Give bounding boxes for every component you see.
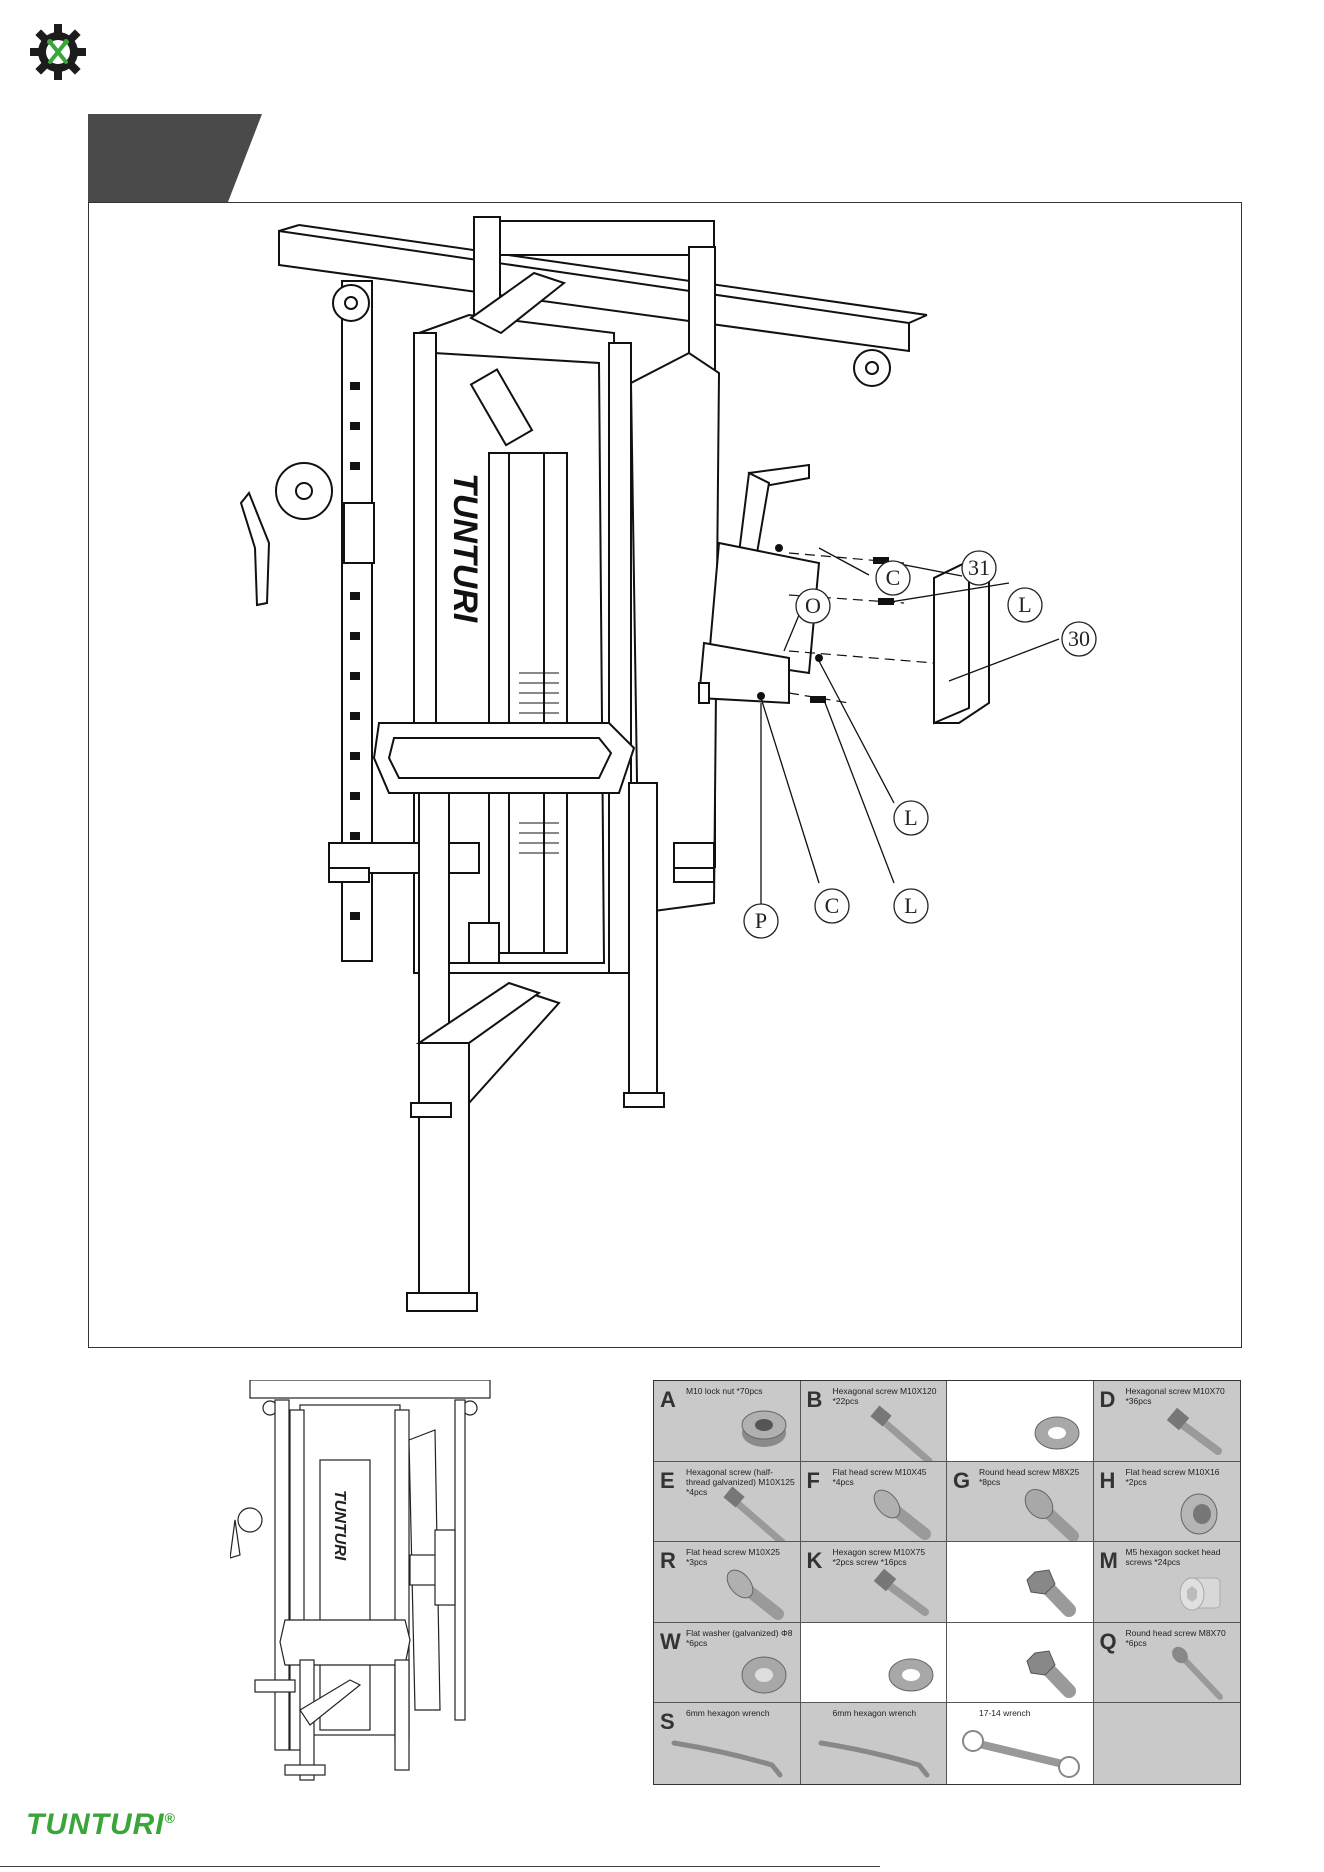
svg-text:O: O <box>805 593 821 618</box>
hex-screw-icon <box>1166 1407 1222 1455</box>
flat-head-screw-icon <box>726 1569 784 1621</box>
part-letter: Q <box>1099 1628 1117 1654</box>
part-letter: S <box>660 1709 675 1735</box>
svg-text:P: P <box>755 908 767 933</box>
part-description: 6mm hexagon wrench <box>686 1708 770 1719</box>
footer-rule <box>0 1866 880 1867</box>
part-cell-b: B Hexagonal screw M10X120 *22pcs <box>800 1381 947 1462</box>
lock-nut-icon <box>741 1410 787 1447</box>
callout-30: 30 <box>1061 621 1097 657</box>
part-letter: H <box>1099 1467 1116 1493</box>
assembly-diagram: TUNTURI C 31 L 30 O <box>88 202 1242 1348</box>
svg-text:L: L <box>904 805 917 830</box>
part-cell <box>947 1381 1094 1462</box>
svg-text:L: L <box>1018 592 1031 617</box>
svg-text:C: C <box>886 565 901 590</box>
part-description: M5 hexagon socket head screws *24pcs <box>1125 1547 1221 1568</box>
hex-screw-icon <box>873 1568 929 1617</box>
part-letter: B <box>806 1387 823 1412</box>
svg-text:C: C <box>825 893 840 918</box>
part-letter: R <box>660 1548 676 1574</box>
callout-l-right: L <box>893 800 929 836</box>
open-wrench-icon <box>962 1730 1080 1779</box>
callout-l-top: L <box>1007 587 1043 623</box>
washer-icon <box>888 1658 933 1692</box>
part-description: 6mm hexagon wrench <box>832 1708 917 1719</box>
part-cell-h: H Flat head screw M10X16 *2pcs <box>1093 1461 1240 1543</box>
part-description: M10 lock nut *70pcs <box>686 1386 763 1396</box>
thumbnail-machine-label: TUNTURI <box>331 1490 348 1561</box>
part-description: Flat washer (galvanized) Φ8 *6pcs <box>686 1627 793 1648</box>
part-letter: D <box>1099 1387 1116 1412</box>
part-cell <box>1093 1703 1240 1784</box>
hex-wrench-icon <box>671 1740 783 1778</box>
round-head-screw-long-icon <box>1171 1646 1223 1700</box>
gear-wrench-icon <box>30 24 86 80</box>
hex-screw-long-icon <box>869 1405 932 1461</box>
machine-overview-thumbnail: TUNTURI <box>230 1380 491 1781</box>
hex-bolt-icon <box>1026 1569 1076 1618</box>
washer-icon <box>1034 1416 1080 1450</box>
part-description: Flat head screw M10X45 *4pcs <box>832 1466 927 1487</box>
svg-text:30: 30 <box>1068 626 1090 651</box>
registered-mark: ® <box>164 1810 176 1826</box>
part-description: Hexagon screw M10X75 *2pcs screw *16pcs <box>832 1547 926 1568</box>
part-cell-s: S 6mm hexagon wrench <box>654 1703 801 1784</box>
part-cell-g: G Round head screw M8X25 *8pcs <box>947 1461 1094 1543</box>
part-letter: M <box>1099 1548 1118 1574</box>
brand-logo: TUNTURI® <box>26 1808 176 1842</box>
flat-head-screw-icon <box>873 1489 931 1540</box>
part-letter: W <box>660 1628 681 1654</box>
callout-l-bottom: L <box>893 888 929 924</box>
part-cell-a: A M10 lock nut *70pcs <box>654 1381 801 1462</box>
callout-o: O <box>795 588 831 624</box>
part-cell-e: E Hexagonal screw (half-thread galvanized… <box>654 1461 801 1543</box>
part-cell-k: K Hexagon screw M10X75 *2pcs screw *16pcs <box>800 1542 947 1623</box>
part-description: Hexagonal screw M10X70 *36pcs <box>1125 1386 1225 1406</box>
callout-c-bottom: C <box>814 888 850 924</box>
part-letter: K <box>806 1548 823 1574</box>
part-letter: F <box>806 1467 820 1493</box>
part-cell: 17-14 wrench <box>947 1703 1094 1784</box>
part-description: 17-14 wrench <box>979 1708 1031 1719</box>
part-description: Flat head screw M10X25 *3pcs <box>686 1547 781 1568</box>
flat-washer-icon <box>741 1656 787 1694</box>
hardware-parts-grid: A M10 lock nut *70pcs B Hexagonal screw M10… <box>653 1380 1241 1785</box>
part-description: Round head screw M8X70 *6pcs <box>1125 1627 1226 1648</box>
callout-31: 31 <box>961 550 997 586</box>
part-cell-m: M M5 hexagon socket head screws *24pcs <box>1093 1542 1240 1623</box>
brand-name: TUNTURI <box>26 1808 165 1841</box>
part-cell-f: F Flat head screw M10X45 *4pcs <box>800 1461 947 1543</box>
part-description: Hexagonal screw M10X120 *22pcs <box>832 1386 937 1406</box>
step-tab <box>88 114 262 202</box>
hex-wrench-icon <box>818 1740 929 1778</box>
part-cell: 6mm hexagon wrench <box>800 1703 947 1784</box>
part-cell-r: R Flat head screw M10X25 *3pcs <box>654 1542 801 1623</box>
part-cell <box>947 1622 1094 1704</box>
part-cell <box>947 1542 1094 1623</box>
part-letter: E <box>660 1467 675 1493</box>
svg-text:31: 31 <box>968 555 990 580</box>
machine-drawing: TUNTURI C 31 L 30 O <box>239 216 1097 1312</box>
part-cell-d: D Hexagonal screw M10X70 *36pcs <box>1093 1381 1240 1462</box>
part-letter: G <box>953 1467 971 1493</box>
callout-p: P <box>743 903 779 939</box>
svg-text:L: L <box>904 893 917 918</box>
socket-head-screw-icon <box>1179 1577 1220 1611</box>
hex-screw-long-icon <box>723 1486 786 1542</box>
part-description: Hexagonal screw (half-thread galvanized)… <box>686 1466 795 1497</box>
part-description: Round head screw M8X25 *8pcs <box>979 1466 1080 1487</box>
callout-c-top: C <box>875 560 911 596</box>
machine-label: TUNTURI <box>446 473 484 624</box>
flat-head-screw-short-icon <box>1180 1493 1217 1535</box>
round-head-screw-icon <box>1024 1488 1079 1542</box>
hex-bolt-icon <box>1026 1650 1076 1698</box>
part-cell <box>800 1622 947 1704</box>
part-cell-q: Q Round head screw M8X70 *6pcs <box>1093 1622 1240 1704</box>
part-letter: A <box>660 1387 676 1412</box>
part-description: Flat head screw M10X16 *2pcs <box>1125 1466 1220 1487</box>
